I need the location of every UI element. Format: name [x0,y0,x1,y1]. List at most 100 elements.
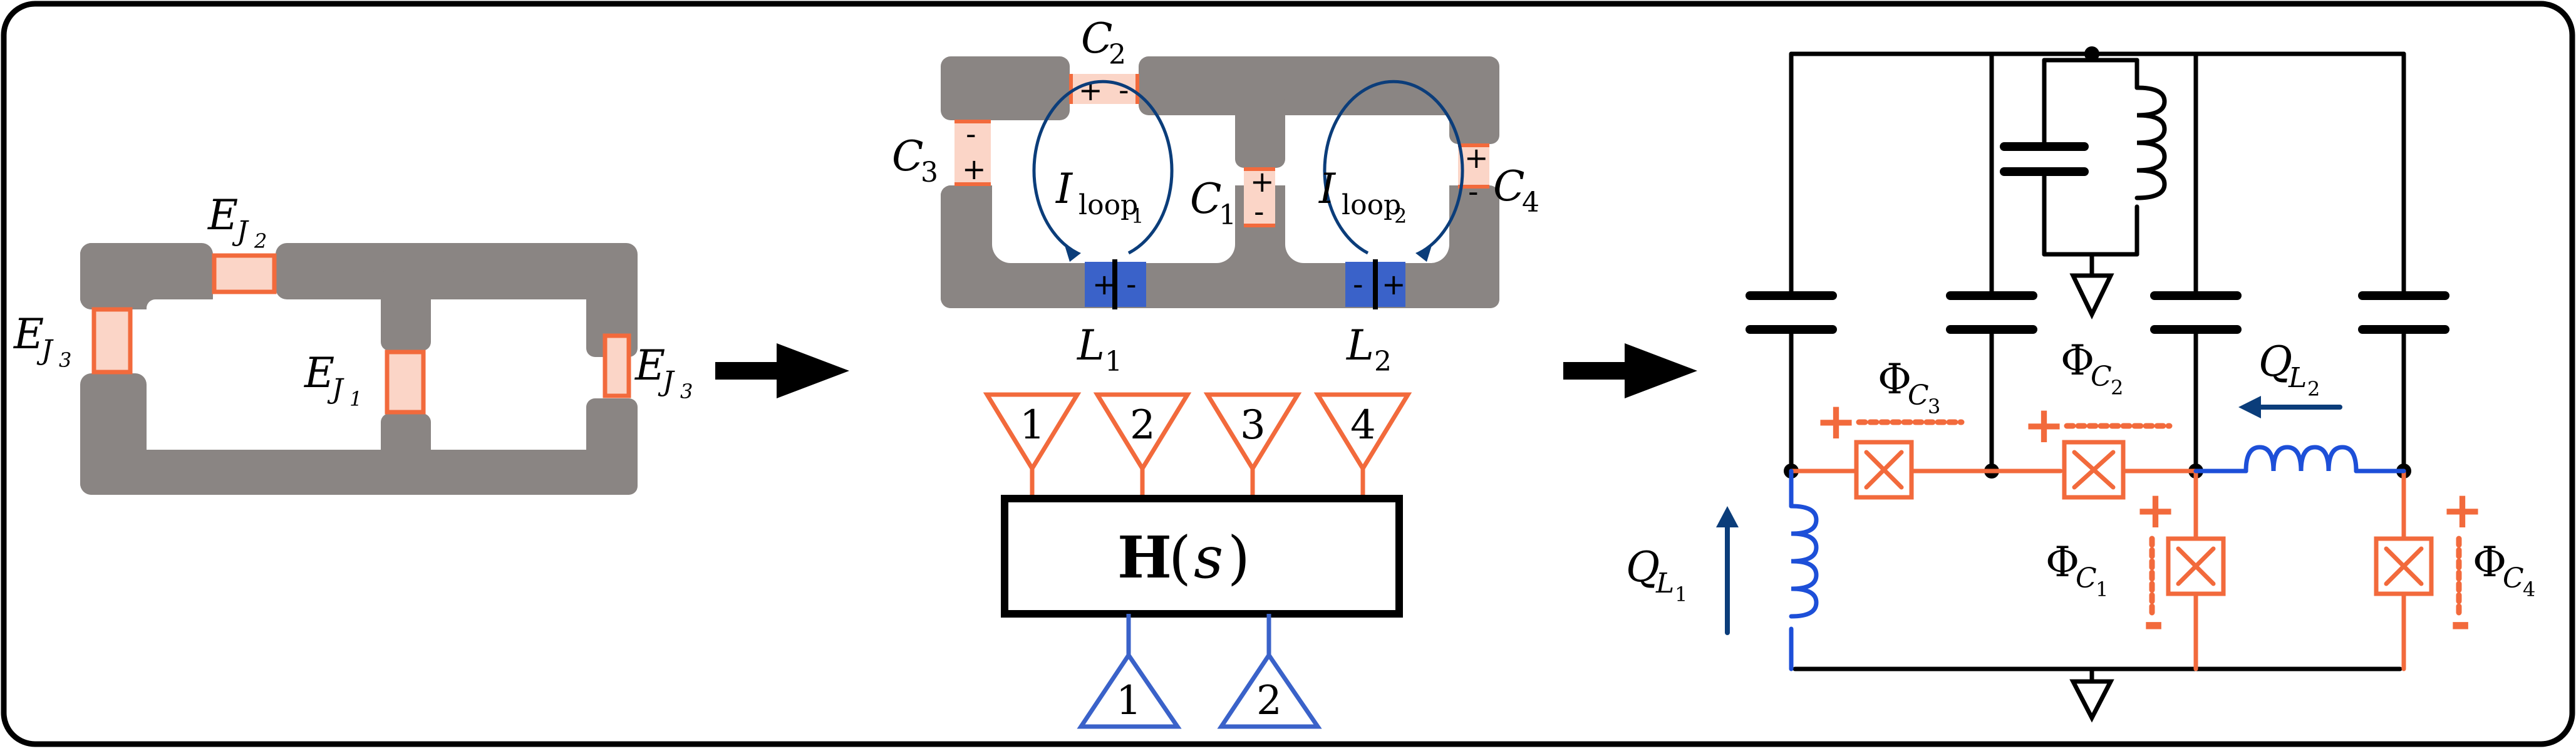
svg-text:loop: loop [1342,189,1401,221]
svg-text:-: - [2143,594,2164,652]
l2-label: L 2 [1346,321,1392,378]
junction-phi-c3 [1854,440,1914,500]
polarity-markers: + + + - + - [1815,392,2483,652]
svg-text:H: H [1117,524,1172,591]
network-ports-bottom: 1 2 [1077,614,1322,729]
svg-text:Q: Q [2258,338,2292,386]
svg-text:3: 3 [680,380,693,403]
svg-text:C: C [2076,562,2097,594]
ground-top [2069,273,2114,320]
svg-text:E: E [13,310,44,358]
svg-text:Φ: Φ [2061,336,2094,385]
c4-label: C 4 [1493,162,1539,219]
loop-2-arrow [1323,80,1464,255]
svg-text:-: - [1126,267,1137,301]
svg-text:2: 2 [1374,346,1392,378]
ej1-label: E J 1 [304,349,362,411]
phi-c1-label: Φ C 1 [2046,538,2108,601]
arrow-1 [715,343,849,398]
capacitor-signs: + - - + + - + - [962,73,1489,229]
svg-text:C: C [2091,361,2112,393]
svg-text:L: L [1655,567,1674,599]
junction-phi-c2 [2062,440,2126,500]
blue-inductors [1789,445,2406,671]
orange-wires [1789,469,2406,671]
svg-text:1: 1 [1116,678,1142,724]
cap-c3-gap [954,120,991,185]
port-top-4: 4 [1313,392,1412,499]
svg-text:Φ: Φ [2046,538,2079,586]
port-bottom-2: 2 [1217,614,1322,729]
svg-text:-: - [966,117,976,151]
phi-c2-label: Φ C 2 [2061,336,2123,400]
phi-c3-label: Φ C 3 [1878,355,1940,418]
panel-2-model: + - - + + - + - + - - + [892,14,1539,729]
inductor-patches: + - - + [1085,259,1406,309]
black-capacitors [1746,142,2449,334]
nodes [1784,46,2411,479]
svg-text:1: 1 [2096,577,2108,601]
svg-text:loop: loop [1079,189,1138,221]
junction-ej2 [212,253,277,294]
svg-text:E: E [634,341,665,390]
svg-text:Φ: Φ [1878,355,1911,403]
svg-text:L: L [1077,321,1105,370]
svg-text:-: - [2450,594,2471,652]
network-label: H ( s ) [1117,524,1250,591]
svg-text:C: C [1081,14,1113,63]
junctions [91,253,631,415]
metal-pads [80,243,638,495]
svg-text:C: C [1908,380,1929,412]
svg-text:2: 2 [1109,39,1126,71]
junction-symbols [1854,440,2434,596]
capacitor-gaps [954,74,1489,227]
svg-text:4: 4 [1522,187,1539,219]
junction-phi-c4 [2374,536,2434,596]
l1-label: L 1 [1077,321,1122,378]
svg-text:C: C [892,132,924,180]
svg-text:3: 3 [1928,395,1940,418]
phi-c4-label: Φ C 4 [2473,538,2535,601]
panel-3-schematic: + + + - + - Φ C 3 Φ C 2 Φ C 1 Φ C [1626,46,2535,723]
port-top-1: 1 [983,392,1082,499]
svg-text:1: 1 [1131,204,1144,228]
svg-text:2: 2 [254,229,267,253]
cap-c1-gap [1244,168,1275,227]
svg-text:2: 2 [2307,377,2320,401]
junction-ej3-right [603,333,631,398]
svg-text:C: C [2503,562,2524,594]
svg-text:C: C [1493,162,1525,210]
svg-text:-: - [1353,267,1363,301]
svg-text:2: 2 [1394,204,1407,228]
ej3-left-label: E J 3 [13,310,71,372]
svg-text:1: 1 [1675,583,1687,606]
c3-label: C 3 [892,132,938,189]
metal-cutouts [147,299,586,450]
svg-text:3: 3 [1240,402,1266,448]
junction-ej3-left [91,307,133,375]
inductor-ql1 [1789,504,1819,619]
svg-text:+: + [2023,396,2065,454]
loop-1-arrow [1032,80,1174,255]
svg-text:C: C [1190,175,1222,223]
svg-text:+: + [962,152,986,186]
c2-label: C 2 [1081,14,1126,71]
svg-text:+: + [1815,392,1857,450]
network-ports-top: 1 2 3 4 [983,392,1412,499]
svg-text:+: + [2134,481,2176,539]
svg-text:E: E [207,191,238,239]
svg-text:+: + [1079,73,1103,107]
svg-text:2: 2 [1130,402,1156,448]
svg-text:L: L [1346,321,1374,370]
svg-text:+: + [2441,481,2483,539]
loop2-label: I loop 2 [1318,165,1407,228]
port-bottom-1: 1 [1077,614,1182,729]
metal-corner [80,243,147,309]
svg-text:3: 3 [59,348,71,372]
svg-text:+: + [1382,267,1406,301]
panel-1-layout: E J 2 E J 3 E J 1 E J 3 [13,191,693,495]
svg-text:2: 2 [1256,678,1282,724]
port-top-2: 2 [1093,392,1192,499]
